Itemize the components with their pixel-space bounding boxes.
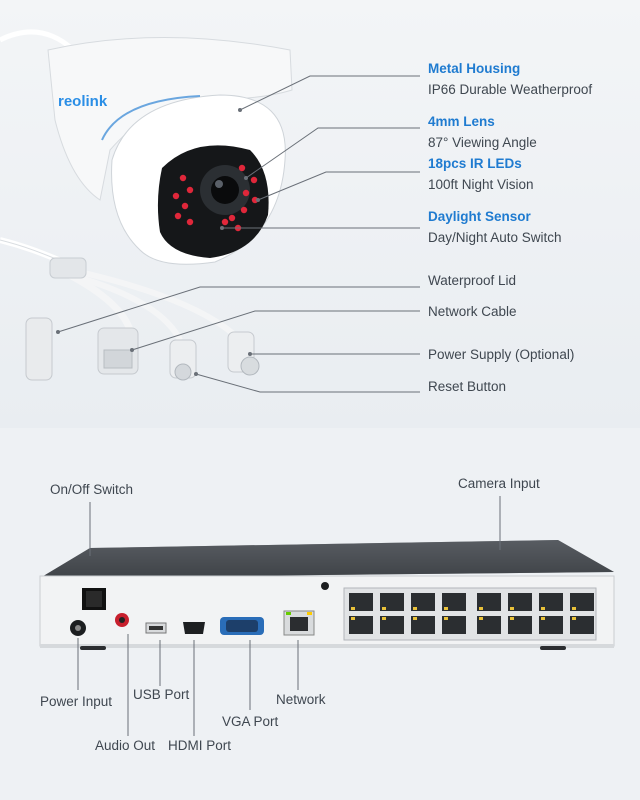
feature-title-metal-housing: Metal Housing xyxy=(428,61,521,76)
label-on-off-switch: On/Off Switch xyxy=(50,482,134,497)
label-network: Network xyxy=(276,692,326,707)
label-power-input: Power Input xyxy=(40,694,113,709)
feature-desc-daylight-sensor: Day/Night Auto Switch xyxy=(428,230,562,245)
part-label-reset-button: Reset Button xyxy=(428,379,507,394)
part-label-power-supply: Power Supply (Optional) xyxy=(428,347,575,362)
feature-title-lens: 4mm Lens xyxy=(428,114,495,129)
label-audio-out: Audio Out xyxy=(95,738,156,753)
feature-desc-ir-leds: 100ft Night Vision xyxy=(428,177,534,192)
label-vga-port: VGA Port xyxy=(222,714,279,729)
feature-desc-metal-housing: IP66 Durable Weatherproof xyxy=(428,82,593,97)
label-camera-input: Camera Input xyxy=(458,476,540,491)
part-label-network-cable: Network Cable xyxy=(428,304,517,319)
label-usb-port: USB Port xyxy=(133,687,190,702)
part-label-waterproof-lid: Waterproof Lid xyxy=(428,273,517,288)
feature-desc-lens: 87° Viewing Angle xyxy=(428,135,537,150)
feature-title-daylight-sensor: Daylight Sensor xyxy=(428,209,531,224)
brand-logo: reolink xyxy=(58,93,108,110)
feature-title-ir-leds: 18pcs IR LEDs xyxy=(428,156,522,171)
label-hdmi-port: HDMI Port xyxy=(168,738,232,753)
camera-illustration: reolink xyxy=(0,29,420,393)
